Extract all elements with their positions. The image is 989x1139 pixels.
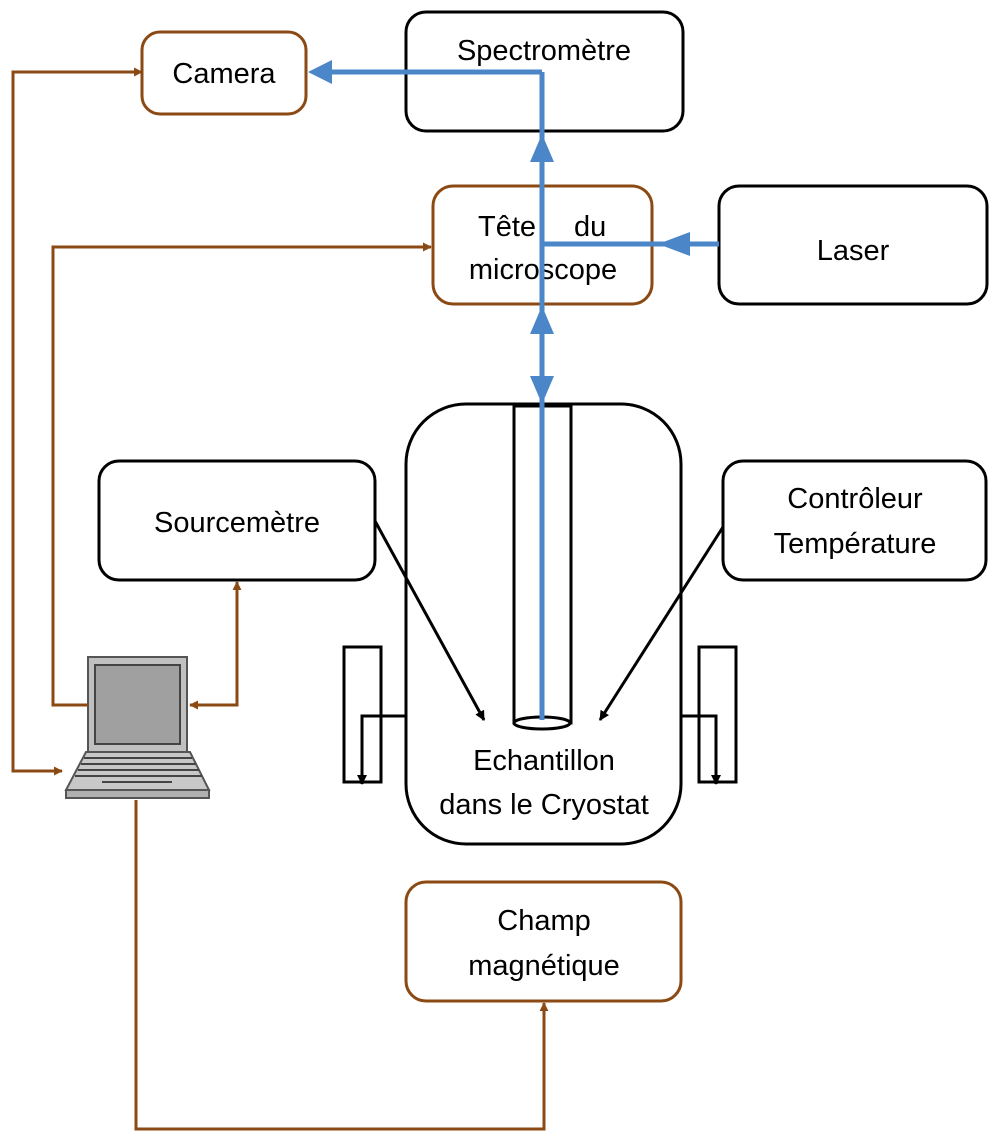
line-laptop-to-microscope xyxy=(51,242,432,707)
line-laptop-to-magnetic-field xyxy=(134,800,549,1131)
magnetic-field-label-line2: magnétique xyxy=(468,950,620,982)
magnetic-field-label-line1: Champ xyxy=(497,905,591,937)
line-field-to-coil-right xyxy=(681,714,721,785)
camera-box: Camera xyxy=(140,30,308,116)
microscope-label-word1: Tête xyxy=(478,211,536,243)
arrow-sourcemeter-to-sample xyxy=(373,520,486,721)
laser-box: Laser xyxy=(717,184,989,306)
cryostat-label-line1: Echantillon xyxy=(473,745,615,777)
microscope-label-word2: du xyxy=(574,211,606,243)
line-field-to-coil-left xyxy=(357,714,406,785)
optical-arrows xyxy=(308,60,690,404)
temperature-controller-label-line2: Température xyxy=(774,528,937,560)
line-laptop-from-camera xyxy=(11,405,63,776)
laser-label: Laser xyxy=(817,235,890,267)
sourcemeter-label: Sourcemètre xyxy=(154,507,320,539)
laptop-icon xyxy=(64,656,211,799)
temperature-controller-box: Contrôleur Température xyxy=(721,459,988,582)
spectrometer-box: Spectromètre xyxy=(404,10,685,133)
spectrometer-label: Spectromètre xyxy=(457,35,631,67)
cryostat-label-line2: dans le Cryostat xyxy=(439,789,649,821)
line-laptop-to-camera xyxy=(11,67,143,405)
sourcemeter-box: Sourcemètre xyxy=(97,459,377,582)
arrow-temperature-to-sample xyxy=(598,526,725,721)
magnetic-field-box: Champ magnétique xyxy=(404,880,683,1003)
line-laptop-sourcemeter xyxy=(189,581,242,710)
camera-label: Camera xyxy=(172,58,276,90)
temperature-controller-label-line1: Contrôleur xyxy=(787,483,923,515)
